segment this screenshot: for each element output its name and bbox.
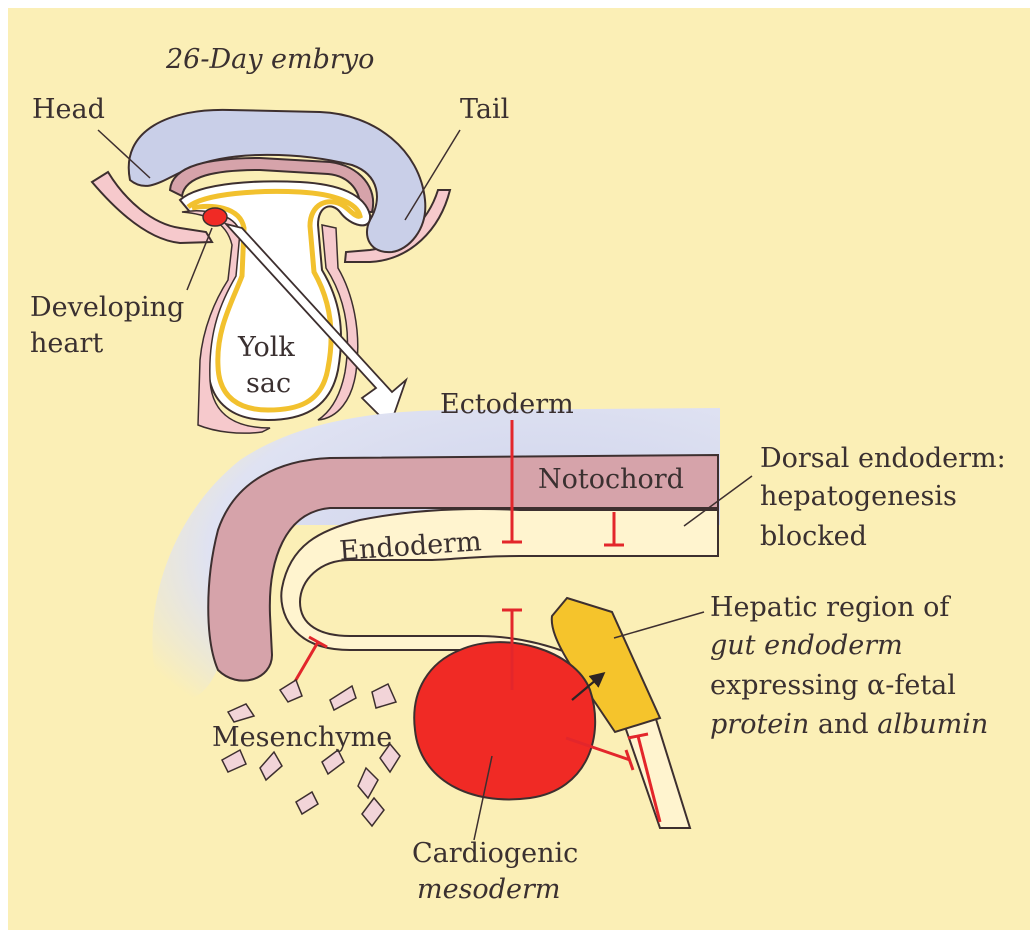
cardiogenic-label-2: mesoderm <box>417 874 560 905</box>
head-label: Head <box>32 94 105 125</box>
notochord-label: Notochord <box>538 464 684 495</box>
yolk-sac-label-2: sac <box>246 368 291 399</box>
dorsal-endoderm-label-1: Dorsal endoderm: <box>760 443 1006 474</box>
protein-text: protein <box>710 709 809 740</box>
dorsal-endoderm-label-2: hepatogenesis <box>760 481 957 512</box>
developing-heart-shape <box>203 208 227 226</box>
dorsal-endoderm-label-3: blocked <box>760 521 867 552</box>
mesenchyme-label: Mesenchyme <box>212 722 392 753</box>
embryo-title: 26-Day embryo <box>165 44 374 75</box>
ectoderm-label: Ectoderm <box>440 389 574 420</box>
tail-label: Tail <box>460 94 509 125</box>
yolk-sac-label-1: Yolk <box>237 332 295 363</box>
hepatic-label-1: Hepatic region of <box>710 592 951 623</box>
hepatic-label-2: gut endoderm <box>710 630 903 661</box>
hepatic-label-4: protein and albumin <box>710 709 988 740</box>
developing-heart-label-1: Developing <box>30 292 184 323</box>
and-text: and <box>809 709 877 740</box>
hepatic-label-3: expressing α-fetal <box>710 670 956 701</box>
cardiogenic-mesoderm <box>414 642 595 799</box>
cardiogenic-label-1: Cardiogenic <box>412 838 578 869</box>
albumin-text: albumin <box>877 709 988 740</box>
developing-heart-label-2: heart <box>30 328 103 359</box>
